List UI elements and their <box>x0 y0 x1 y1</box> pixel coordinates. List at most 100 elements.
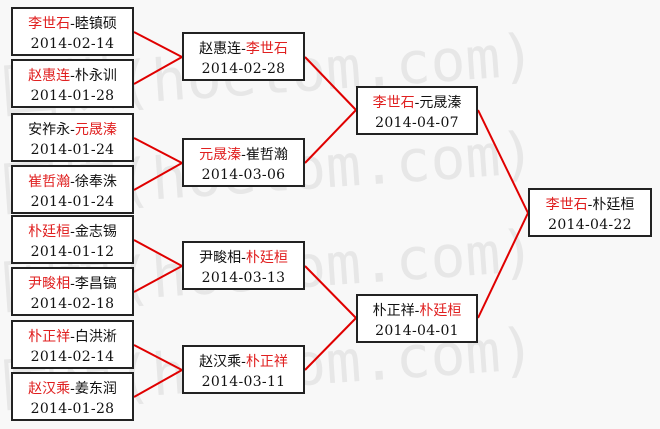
player-2: 元晟溱 <box>74 122 117 138</box>
player-1: 安祚永 <box>28 122 71 138</box>
match-date: 2014-04-22 <box>548 217 632 233</box>
match-date: 2014-01-28 <box>30 88 115 104</box>
name-separator: - <box>414 303 420 319</box>
match-box-r2-2: 元晟溱-崔哲瀚 2014-03-06 <box>182 138 305 187</box>
player-1: 朴正祥 <box>372 303 415 319</box>
player-1: 赵惠连 <box>28 68 71 84</box>
connector-line <box>133 56 183 85</box>
match-players: 赵惠连-李世石 <box>184 39 303 59</box>
match-players: 赵汉乘-姜东润 <box>13 379 132 399</box>
match-box-r3-1: 李世石-元晟溱 2014-04-07 <box>356 86 478 135</box>
player-1: 赵惠连 <box>199 41 242 57</box>
match-date: 2014-03-11 <box>201 374 286 390</box>
match-box-r1-7: 朴正祥-白洪淅 2014-02-14 <box>11 320 134 369</box>
player-2: 崔哲瀚 <box>245 147 288 163</box>
match-date: 2014-02-14 <box>30 349 115 365</box>
match-date: 2014-03-13 <box>201 270 286 286</box>
name-separator: - <box>70 329 75 345</box>
match-box-r1-8: 赵汉乘-姜东润 2014-01-28 <box>11 372 134 421</box>
player-1: 李世石 <box>545 197 588 213</box>
match-players: 崔哲瀚-徐奉洙 <box>13 172 132 192</box>
player-2: 朴廷桓 <box>245 250 288 266</box>
match-players: 朴廷桓-金志锡 <box>13 222 132 242</box>
player-2: 朴永训 <box>74 68 117 84</box>
name-separator: - <box>70 276 75 292</box>
match-date: 2014-02-18 <box>30 296 115 312</box>
connector-line <box>477 212 529 319</box>
connector-line <box>133 369 183 398</box>
match-box-r3-2: 朴正祥-朴廷桓 2014-04-01 <box>356 294 478 343</box>
player-1: 朴正祥 <box>28 329 71 345</box>
connector-line <box>477 109 529 214</box>
match-players: 李世石-元晟溱 <box>358 93 476 113</box>
match-players: 朴正祥-白洪淅 <box>13 327 132 347</box>
player-2: 李世石 <box>245 41 288 57</box>
player-2: 姜东润 <box>74 381 117 397</box>
match-box-r2-3: 尹畯相-朴廷桓 2014-03-13 <box>182 241 305 290</box>
match-date: 2014-01-24 <box>30 194 115 210</box>
player-2: 元晟溱 <box>419 95 462 111</box>
connector-line <box>133 137 183 164</box>
match-date: 2014-01-28 <box>30 401 115 417</box>
player-2: 徐奉洙 <box>74 174 117 190</box>
name-separator: - <box>70 381 75 397</box>
match-date: 2014-01-24 <box>30 142 115 158</box>
match-box-r1-1: 李世石-睦镇硕 2014-02-14 <box>11 7 134 56</box>
connector-line <box>304 109 357 164</box>
player-1: 元晟溱 <box>199 147 242 163</box>
match-box-r1-2: 赵惠连-朴永训 2014-01-28 <box>11 59 134 108</box>
match-players: 赵汉乘-朴正祥 <box>184 352 303 372</box>
name-separator: - <box>70 174 75 190</box>
player-2: 李昌镐 <box>74 276 117 292</box>
player-1: 朴廷桓 <box>28 224 71 240</box>
player-2: 朴廷桓 <box>419 303 462 319</box>
match-players: 元晟溱-崔哲瀚 <box>184 145 303 165</box>
connector-line <box>133 265 183 293</box>
name-separator: - <box>587 197 593 213</box>
player-2: 睦镇硕 <box>74 16 117 32</box>
match-box-r1-5: 朴廷桓-金志锡 2014-01-12 <box>11 215 134 264</box>
match-date: 2014-04-01 <box>375 323 459 339</box>
player-1: 李世石 <box>372 95 415 111</box>
name-separator: - <box>241 41 246 57</box>
player-1: 李世石 <box>28 16 71 32</box>
player-1: 尹畯相 <box>199 250 242 266</box>
match-players: 李世石-睦镇硕 <box>13 14 132 34</box>
name-separator: - <box>70 122 75 138</box>
match-date: 2014-01-12 <box>30 244 115 260</box>
match-players: 赵惠连-朴永训 <box>13 66 132 86</box>
match-box-r1-4: 崔哲瀚-徐奉洙 2014-01-24 <box>11 165 134 214</box>
name-separator: - <box>70 16 75 32</box>
match-players: 尹畯相-李昌镐 <box>13 274 132 294</box>
match-date: 2014-02-28 <box>201 61 286 77</box>
connector-line <box>304 265 357 319</box>
connector-line <box>304 317 357 371</box>
connector-line <box>133 162 183 191</box>
player-1: 尹畯相 <box>28 276 71 292</box>
player-2: 白洪淅 <box>74 329 117 345</box>
player-2: 朴正祥 <box>245 354 288 370</box>
player-2: 朴廷桓 <box>592 197 635 213</box>
name-separator: - <box>241 250 246 266</box>
connector-line <box>133 31 183 58</box>
player-1: 崔哲瀚 <box>28 174 71 190</box>
match-date: 2014-03-06 <box>201 167 286 183</box>
match-date: 2014-02-14 <box>30 36 115 52</box>
name-separator: - <box>414 95 420 111</box>
match-box-r2-4: 赵汉乘-朴正祥 2014-03-11 <box>182 345 305 394</box>
match-players: 朴正祥-朴廷桓 <box>358 301 476 321</box>
name-separator: - <box>241 147 246 163</box>
connector-line <box>133 239 183 267</box>
name-separator: - <box>70 68 75 84</box>
connector-line <box>304 56 357 111</box>
player-1: 赵汉乘 <box>28 381 71 397</box>
player-2: 金志锡 <box>74 224 117 240</box>
match-date: 2014-04-07 <box>375 115 459 131</box>
match-box-r1-6: 尹畯相-李昌镐 2014-02-18 <box>11 267 134 316</box>
connector-line <box>133 344 183 371</box>
match-players: 李世石-朴廷桓 <box>530 195 650 215</box>
name-separator: - <box>241 354 246 370</box>
match-box-r1-3: 安祚永-元晟溱 2014-01-24 <box>11 113 134 162</box>
player-1: 赵汉乘 <box>199 354 242 370</box>
match-players: 安祚永-元晟溱 <box>13 120 132 140</box>
